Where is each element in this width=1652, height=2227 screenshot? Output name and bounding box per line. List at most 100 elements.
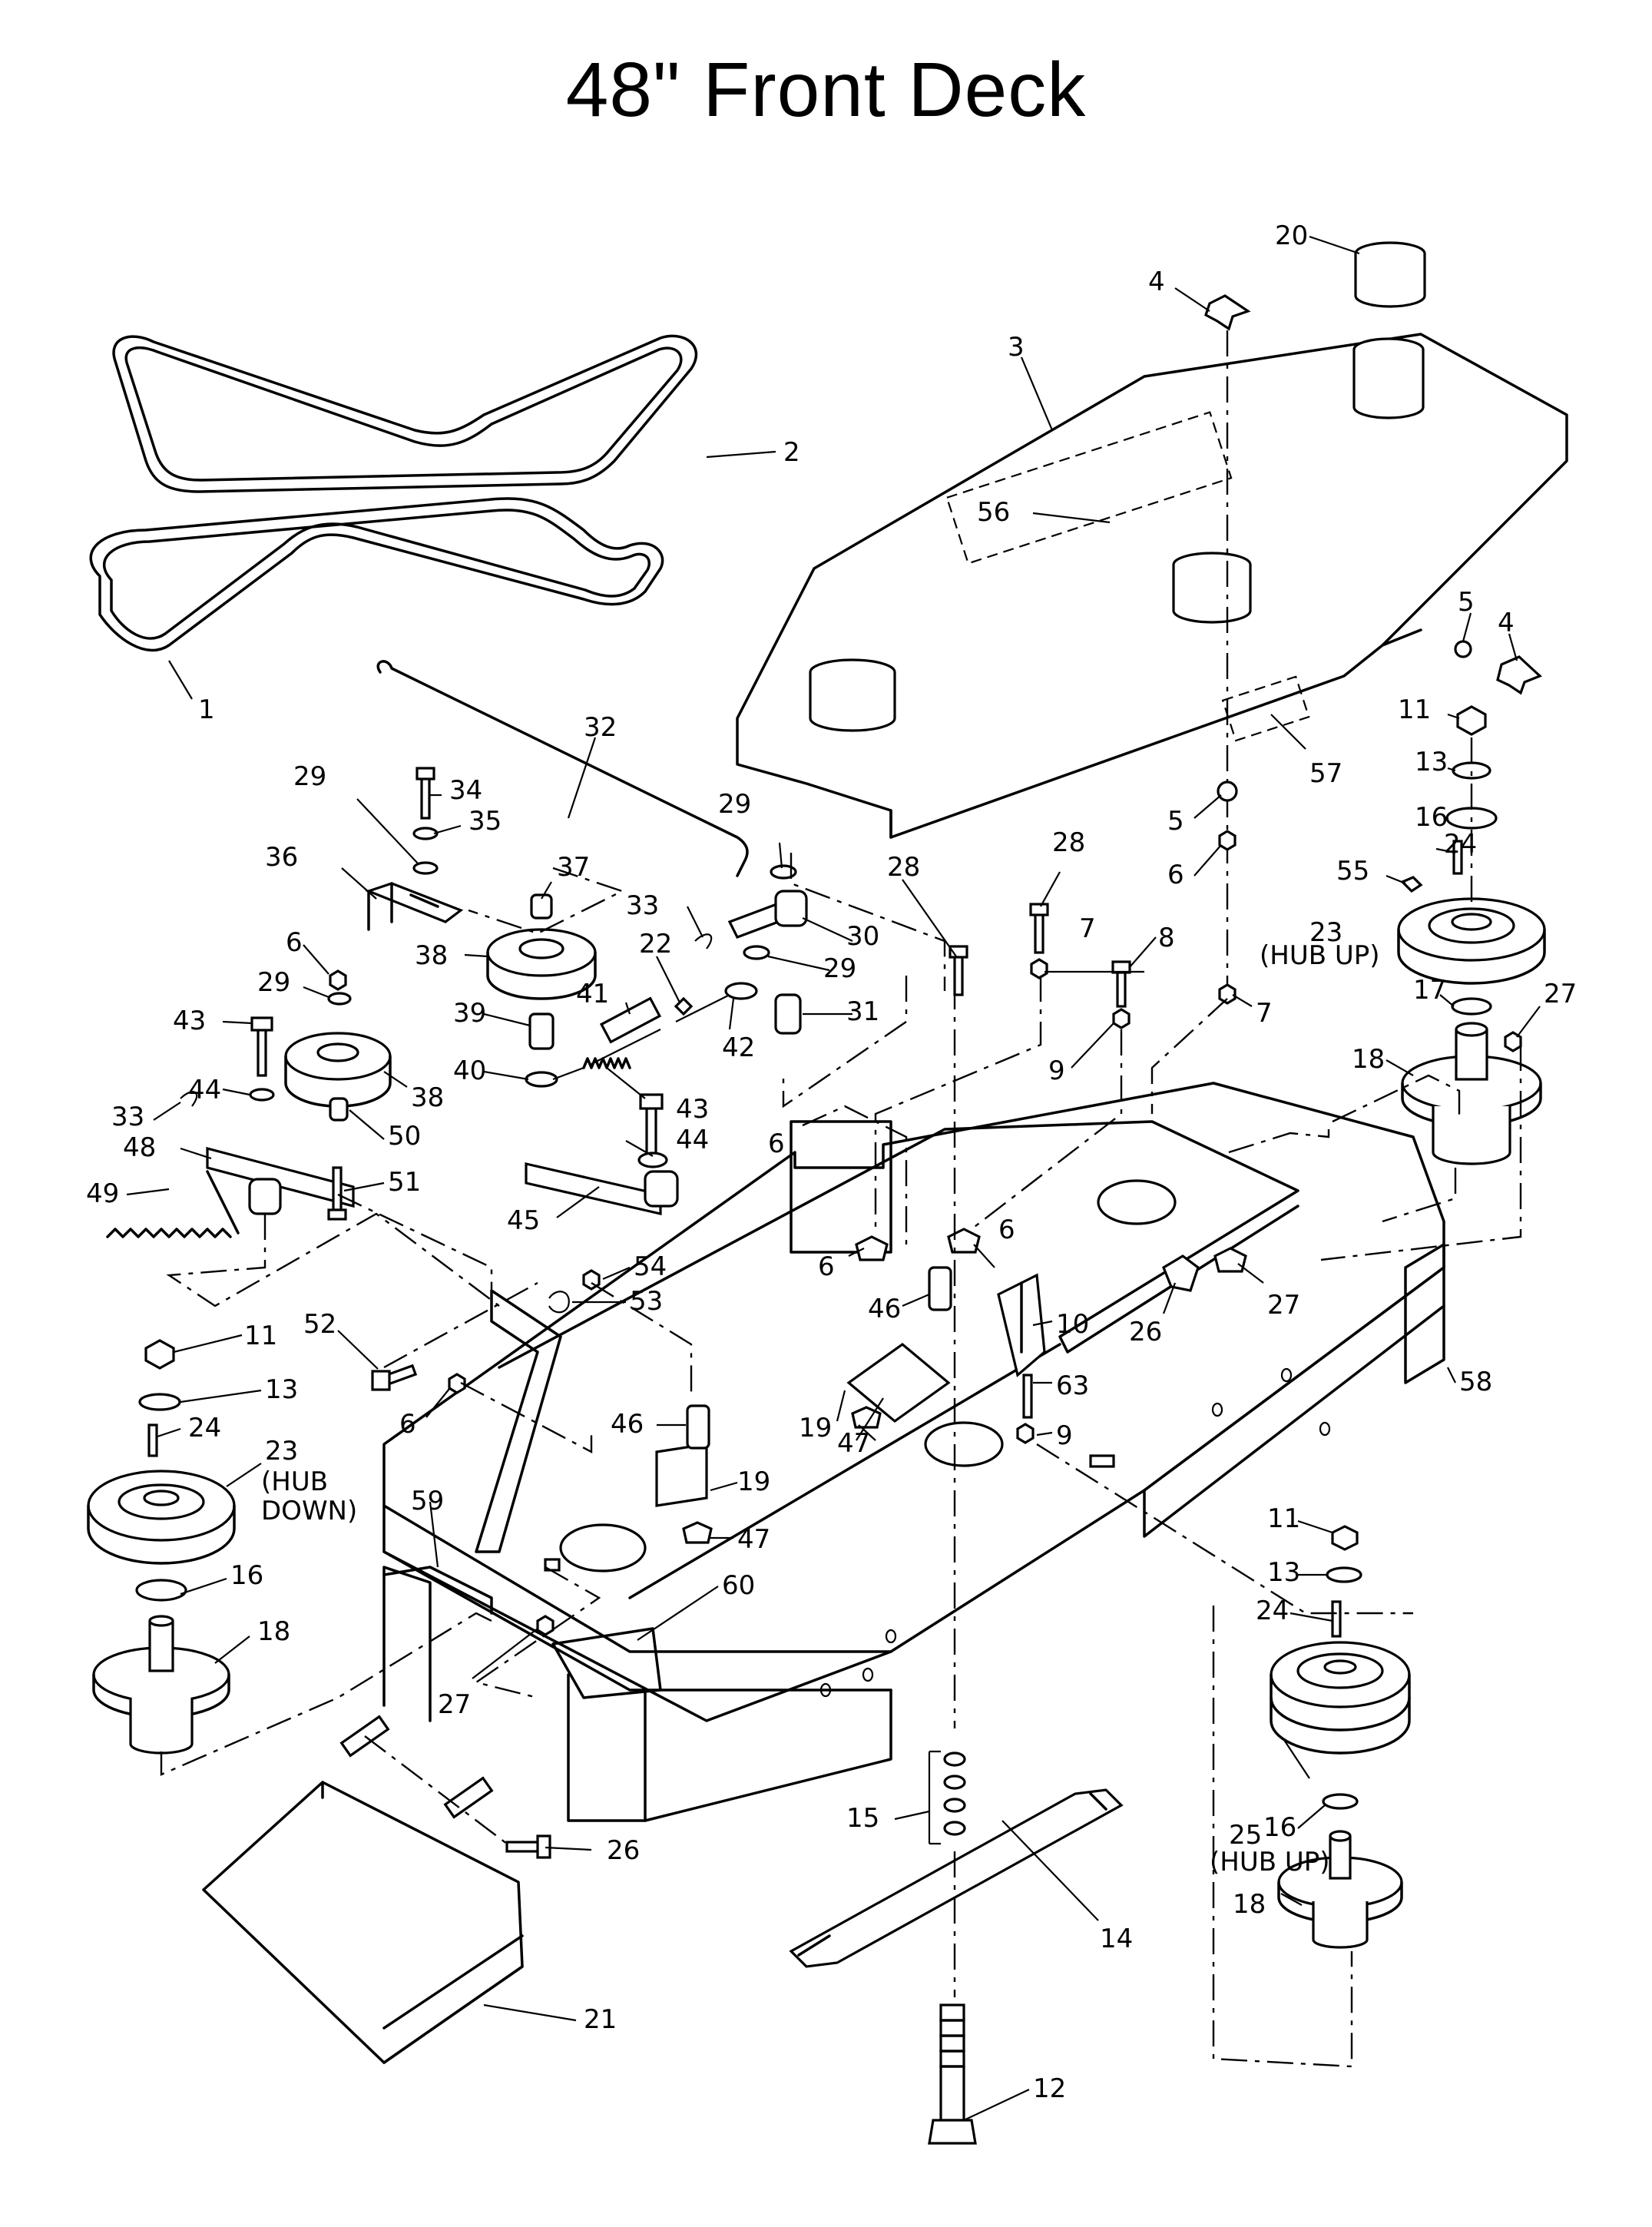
label-53: 53: [630, 1286, 663, 1317]
arm-48: [206, 1146, 355, 1215]
label-43-right: 43: [676, 1094, 709, 1125]
label-13-lower: 13: [1267, 1557, 1300, 1588]
deck-cover-3: [736, 333, 1568, 839]
set-screw-deck: [1089, 1454, 1115, 1468]
label-46-left: 46: [611, 1409, 644, 1440]
label-6-deck-a: 6: [818, 1251, 835, 1282]
label-44-right: 44: [676, 1125, 709, 1155]
label-41: 41: [576, 979, 609, 1009]
nut-7-centre: [1218, 983, 1237, 1005]
washers-15: [928, 1750, 966, 1845]
label-16-lower: 16: [1263, 1812, 1296, 1843]
nut-6-left: [329, 969, 347, 991]
bolt-34: [415, 767, 435, 820]
nut-6-deck-a: [855, 1235, 889, 1261]
nut-6-deck-b: [947, 1228, 981, 1254]
washer-29-left: [412, 861, 439, 875]
label-27-right: 27: [1544, 979, 1577, 1009]
label-60: 60: [722, 1570, 755, 1601]
label-17: 17: [1413, 975, 1446, 1006]
label-16-left: 16: [230, 1560, 263, 1591]
label-23-right: 23: [1309, 917, 1342, 948]
arm-45: [525, 1162, 679, 1216]
label-33-left: 33: [111, 1102, 144, 1132]
bolt-52: [371, 1364, 418, 1391]
note-hub-down-line2: DOWN): [261, 1496, 357, 1526]
label-39: 39: [453, 998, 486, 1029]
label-25: 25: [1229, 1820, 1262, 1851]
label-31: 31: [846, 996, 879, 1027]
plate-19-right: [846, 1342, 951, 1423]
label-14: 14: [1100, 1924, 1133, 1954]
nut-47-left: [682, 1521, 713, 1544]
label-30: 30: [846, 921, 879, 952]
plate-26-deck: [1162, 1254, 1200, 1292]
label-52: 52: [303, 1309, 336, 1340]
label-12: 12: [1033, 2073, 1066, 2104]
pin-33-left: [180, 1091, 198, 1107]
discharge-chute-21: [202, 1715, 524, 2064]
label-27-deck: 27: [1267, 1290, 1300, 1321]
label-54: 54: [634, 1251, 667, 1282]
label-6-centre: 6: [1167, 860, 1184, 890]
label-4-top: 4: [1148, 267, 1165, 297]
label-33-right: 33: [626, 890, 659, 921]
label-57: 57: [1309, 758, 1342, 789]
right-spindle-assembly: [1397, 705, 1546, 1165]
label-6-deck-b: 6: [998, 1215, 1015, 1245]
label-44-left: 44: [188, 1075, 221, 1105]
label-16-right: 16: [1415, 802, 1448, 833]
label-11-lower: 11: [1267, 1503, 1300, 1534]
label-13-left: 13: [265, 1374, 298, 1405]
label-9-deck: 9: [1056, 1420, 1073, 1451]
label-6-left-deck: 6: [399, 1409, 416, 1440]
label-63: 63: [1056, 1370, 1089, 1401]
spring-49: [106, 1170, 240, 1238]
nut-6-centre: [1218, 830, 1237, 851]
label-28-left: 28: [1052, 827, 1085, 858]
label-28-right: 28: [887, 852, 920, 883]
label-47-right: 47: [837, 1428, 870, 1459]
arm-bracket: [475, 1289, 562, 1553]
label-26-deck: 26: [1129, 1317, 1162, 1347]
tube-41: [599, 996, 662, 1044]
nut-7-left: [1030, 958, 1048, 979]
label-10: 10: [1056, 1309, 1089, 1340]
knob-4-right: [1496, 655, 1542, 695]
label-24-left: 24: [188, 1413, 221, 1443]
cap-20: [1354, 241, 1426, 308]
label-45: 45: [507, 1205, 540, 1236]
label-47-left: 47: [737, 1524, 770, 1555]
label-29-top-right: 29: [718, 789, 751, 820]
washer-29-lower: [327, 992, 352, 1006]
label-46-right: 46: [868, 1294, 901, 1324]
spacer-39: [528, 1012, 555, 1050]
label-3: 3: [1008, 332, 1025, 363]
label-27-left: 27: [438, 1689, 471, 1720]
left-spindle-assembly: [87, 1339, 236, 1755]
bushing-50: [329, 1097, 349, 1122]
note-hub-up-lower: (HUB UP): [1210, 1847, 1330, 1877]
washer-35: [412, 827, 439, 840]
washer-40: [525, 1071, 558, 1088]
assembly-dashed-lines: [160, 853, 1522, 2068]
bushing-46-left: [686, 1404, 710, 1450]
mower-deck-58: [382, 1082, 1445, 1822]
washer-5-centre: [1217, 780, 1238, 802]
label-22: 22: [639, 929, 672, 959]
label-18-lower: 18: [1233, 1889, 1266, 1920]
washer-29-right: [770, 864, 797, 880]
belt-2: [112, 334, 698, 493]
spacer-37: [530, 893, 553, 920]
label-7-centre: 7: [1256, 998, 1273, 1029]
label-56: 56: [977, 497, 1010, 528]
idler-rod-32: [376, 660, 749, 877]
nut-27-left: [536, 1615, 555, 1636]
label-29-top-left: 29: [293, 761, 326, 792]
bolt-51: [327, 1166, 347, 1221]
label-7-left: 7: [1079, 913, 1096, 944]
bracket-36: [365, 882, 464, 931]
label-23-left: 23: [265, 1436, 298, 1466]
label-40: 40: [453, 1056, 486, 1086]
